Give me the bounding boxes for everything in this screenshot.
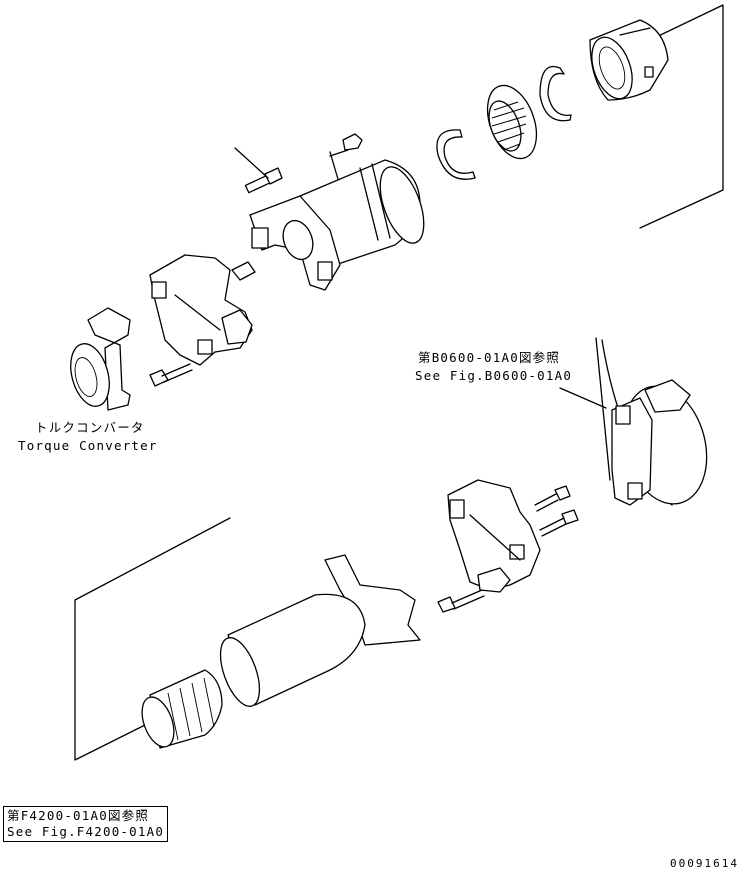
torque-converter-label-en: Torque Converter xyxy=(18,438,158,453)
universal-joint-lower xyxy=(448,480,540,592)
drive-shaft xyxy=(136,555,420,751)
ref-b0600-label-en: See Fig.B0600-01A0 xyxy=(415,368,573,383)
bolts-lower-right xyxy=(438,486,578,612)
output-flange-right xyxy=(611,377,719,514)
bolt-upper xyxy=(235,148,282,193)
ref-f4200-box: 第F4200-01A0図参照 See Fig.F4200-01A0 xyxy=(3,806,169,842)
ref-b0600-label-jp: 第B0600-01A0図参照 xyxy=(418,350,561,365)
slip-yoke-sleeve xyxy=(250,160,433,290)
torque-converter-flange xyxy=(64,308,130,411)
bearing-seal-ring xyxy=(584,20,668,104)
bolt-lower xyxy=(150,364,192,386)
snap-ring-left xyxy=(437,130,475,179)
drawing-number: 00091614 xyxy=(670,857,739,870)
torque-converter-label-jp: トルクコンバータ xyxy=(35,420,145,435)
top-right-reference-frame xyxy=(640,5,723,228)
ref-f4200-label-jp: 第F4200-01A0図参照 xyxy=(7,808,150,823)
universal-joint-upper xyxy=(150,255,255,365)
roller-bearing xyxy=(478,79,545,165)
snap-ring-right xyxy=(540,67,571,121)
ref-f4200-label-en: See Fig.F4200-01A0 xyxy=(7,824,165,839)
lower-reference-frame xyxy=(75,518,230,760)
